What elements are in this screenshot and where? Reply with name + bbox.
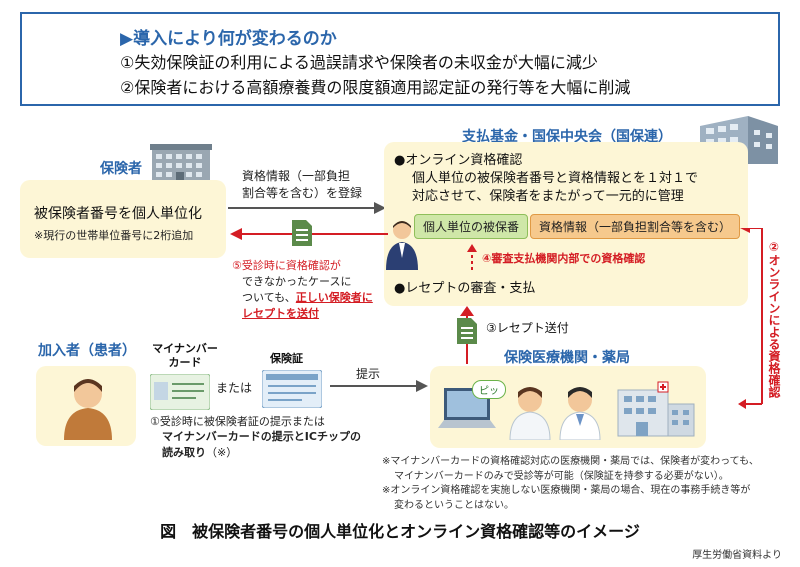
- subscriber-title: 加入者（患者）: [38, 343, 136, 359]
- return-arrow: [230, 228, 388, 240]
- or-label: または: [216, 381, 253, 395]
- insurer-note: ※現行の世帯単位番号に2桁追加: [34, 229, 194, 242]
- step5-line-3b: 正しい保険者に: [295, 290, 373, 304]
- step4-label: ④審査支払機関内部での資格確認: [482, 252, 646, 265]
- step4-dashed-arrow: [467, 244, 477, 270]
- medical-title: 保険医療機関・薬局: [504, 350, 630, 366]
- pill-qualification-info: 資格情報（一部負担割合等を含む）: [530, 214, 741, 239]
- register-label-1: 資格情報（一部負担: [242, 169, 351, 183]
- register-label-2: 割合等を含む）を登録: [242, 186, 363, 200]
- step1-line-3: 読み取り: [162, 445, 206, 459]
- step3-label: ③レセプト送付: [486, 321, 569, 335]
- insurance-card-label: 保険証: [270, 352, 303, 365]
- footnote-2b: 変わるということはない。: [394, 499, 514, 511]
- insurance-card-icon: [262, 370, 322, 408]
- step2-arrow: [738, 228, 763, 409]
- insurer-building-icon: [150, 144, 212, 184]
- source-label: 厚生労働省資料より: [692, 550, 782, 561]
- step1-text: ①受診時に被保険者証の提示または マイナンバーカードの提示とICチップの 読み取…: [150, 414, 361, 460]
- step3-document-icon: [457, 318, 477, 344]
- hospital-building-icon: [617, 381, 695, 437]
- insurer-title: 保険者: [100, 161, 142, 177]
- footnotes: ※マイナンバーカードの資格確認対応の医療機関・薬局では、保険者が変わっても、 マ…: [382, 455, 759, 513]
- insurer-panel: [20, 180, 226, 258]
- fund-desc-2: 対応させて、保険者をまたがって一元的に管理: [412, 189, 684, 204]
- mynumber-card-icon: [150, 374, 210, 410]
- header-line-1: ①失効保険証の利用による過誤請求や保険者の未収金が大幅に減少: [120, 53, 598, 72]
- step1-note: （※）: [206, 445, 238, 459]
- step5-line-2: できなかったケースに: [242, 274, 352, 288]
- register-arrow: [228, 202, 386, 214]
- present-arrow: [330, 380, 428, 392]
- mynumber-card-label-2: カード: [168, 356, 202, 370]
- step2-label: ②オンラインによる資格確認: [767, 240, 781, 398]
- footnote-2a: ※オンライン資格確認を実施しない医療機関・薬局の場合、現在の事務手続き等が: [382, 485, 751, 496]
- patient-person-icon: [64, 379, 112, 440]
- step1-line-2: マイナンバーカードの提示とICチップの: [162, 430, 361, 444]
- mynumber-card-label-1: マイナンバー: [152, 342, 218, 355]
- pill-individual-number: 個人単位の被保番: [414, 214, 529, 239]
- fund-bullet-receipt: ●レセプトの審査・支払: [394, 281, 536, 296]
- step5-line-1: ⑤受診時に資格確認が: [232, 259, 341, 272]
- nurse-person-icon: [509, 387, 551, 440]
- header-title: ▶導入により何が変わるのか: [120, 29, 337, 49]
- beep-bubble: ピッ: [472, 380, 506, 399]
- present-label: 提示: [356, 367, 381, 381]
- fund-desc-1: 個人単位の被保険者番号と資格情報とを１対１で: [412, 171, 699, 186]
- fund-bullet-online: ●オンライン資格確認: [394, 153, 523, 168]
- figure-caption: 図 被保険者番号の個人単位化とオンライン資格確認等のイメージ: [160, 522, 640, 541]
- staff-person-icon: [386, 221, 418, 270]
- step5-line-3a: ついても、: [242, 290, 296, 304]
- header-box: [20, 12, 780, 106]
- doctor-person-icon: [559, 387, 601, 440]
- mynumber-card-label: マイナンバー カード: [150, 342, 220, 371]
- footnote-1a: ※マイナンバーカードの資格確認対応の医療機関・薬局では、保険者が変わっても、: [382, 456, 759, 467]
- insurer-main: 被保険者番号を個人単位化: [34, 206, 202, 222]
- fund-title: 支払基金・国保中央会（国保連）: [462, 129, 672, 145]
- step1-line-1: ①受診時に被保険者証の提示または: [150, 415, 325, 428]
- step5-text: ⑤受診時に資格確認が できなかったケースに ついても、正しい保険者に レセプトを…: [232, 258, 373, 322]
- receipt-document-icon: [292, 220, 312, 246]
- header-line-2: ②保険者における高額療養費の限度額適用認定証の発行等を大幅に削減: [120, 78, 631, 97]
- step5-line-4: レセプトを送付: [242, 306, 319, 320]
- footnote-1b: マイナンバーカードのみで受診等が可能（保険証を持参する必要がない）。: [394, 470, 729, 482]
